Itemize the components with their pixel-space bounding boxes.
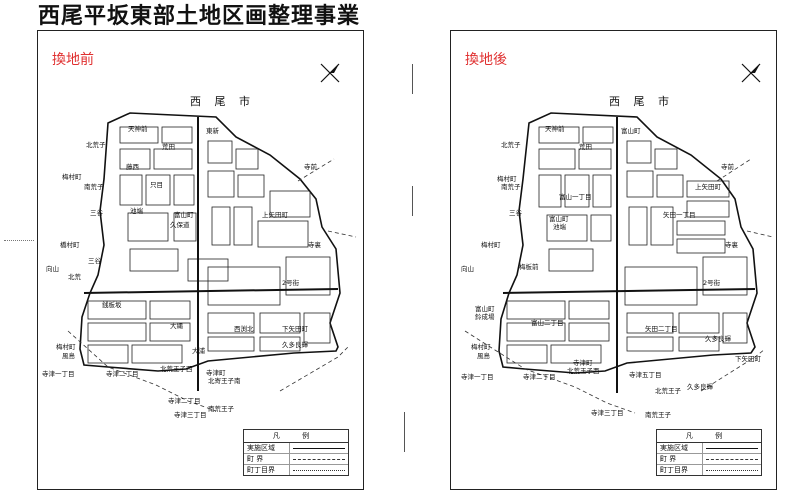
place-label: 風島 bbox=[477, 351, 491, 360]
place-label: 寺前 bbox=[304, 162, 318, 171]
place-label: 池端 bbox=[553, 222, 567, 231]
place-label: 梅村町 bbox=[62, 172, 82, 181]
place-label: 南荒王子 bbox=[208, 404, 235, 413]
place-label: 久多良輝 bbox=[282, 340, 309, 349]
map-before: 天神前東新 北荒子荒田 藤西寺前 梅村町南荒子 只目三谷 池端富山町 久保道上矢… bbox=[42, 112, 357, 419]
place-label: 上矢田町 bbox=[262, 210, 289, 219]
place-label: 富山一丁目 bbox=[559, 192, 592, 201]
place-label: 下矢田町 bbox=[282, 324, 309, 333]
place-label: 寺津二丁目 bbox=[106, 370, 139, 378]
place-label: 矢田二丁目 bbox=[645, 324, 678, 333]
place-label: 寺津町 bbox=[206, 369, 226, 377]
map-after: 天神前富山町 北荒子荒田 寺前梅村町 南荒子富山一丁目 上矢田町三谷 富山町池端… bbox=[461, 112, 774, 419]
place-label: 富山二丁目 bbox=[531, 318, 564, 327]
legend-heading: 凡 例 bbox=[657, 430, 761, 443]
place-label: 梅村町 bbox=[471, 342, 491, 351]
place-label: 寺津三丁目 bbox=[591, 409, 624, 417]
place-label: 西渕北 bbox=[234, 324, 254, 333]
legend-heading: 凡 例 bbox=[244, 430, 348, 443]
place-label: 久多良輝 bbox=[705, 334, 732, 343]
place-label: 三谷 bbox=[90, 208, 104, 217]
place-label: 下矢田町 bbox=[735, 354, 762, 363]
place-label: 寺前 bbox=[721, 162, 735, 171]
place-label: 荒田 bbox=[579, 142, 592, 151]
place-label: 寺津三丁目 bbox=[174, 411, 207, 419]
place-label: 大浦 bbox=[192, 346, 206, 355]
place-label: 三谷 bbox=[509, 208, 523, 217]
place-label: 北荒子 bbox=[501, 140, 521, 149]
place-label: 富山町 bbox=[174, 210, 194, 219]
place-label: 橋村町 bbox=[60, 240, 80, 249]
panel-divider bbox=[412, 64, 415, 94]
place-label: 藤西 bbox=[126, 162, 140, 171]
place-label: 北荒 bbox=[68, 272, 82, 281]
place-label: 2号街 bbox=[282, 278, 300, 287]
place-label: 梅板前 bbox=[519, 262, 539, 271]
place-label: 寺津一丁目 bbox=[42, 370, 75, 378]
page-title: 西尾平坂東部土地区画整理事業 bbox=[38, 4, 361, 29]
place-label: 2号街 bbox=[703, 278, 721, 287]
place-label: 向山 bbox=[46, 264, 59, 273]
place-label: 天神前 bbox=[545, 124, 565, 133]
place-label: 天神前 bbox=[128, 124, 148, 133]
place-label: 北荒子 bbox=[86, 140, 106, 149]
place-label: 久多良輝 bbox=[687, 382, 714, 391]
map-panel-after: 換地後 西 尾 市 bbox=[450, 30, 777, 490]
place-label: 寺津町 bbox=[573, 359, 593, 367]
place-label: 北荒王子 bbox=[655, 386, 682, 395]
place-label: 池端 bbox=[130, 206, 144, 215]
place-label: 寺津二丁目 bbox=[523, 373, 556, 381]
place-label: 寺裏 bbox=[308, 240, 322, 249]
place-label: 寺津五丁目 bbox=[629, 371, 662, 379]
place-label: 梅村町 bbox=[56, 342, 76, 351]
place-label: 北寄王子南 bbox=[208, 376, 241, 385]
north-arrow-icon bbox=[741, 63, 761, 83]
place-label: 南荒王子 bbox=[645, 410, 672, 419]
place-label: 三谷 bbox=[88, 256, 102, 265]
place-label: 北荒王子西 bbox=[160, 364, 193, 373]
place-label: 寺津一丁目 bbox=[461, 373, 494, 381]
legend-item: 町丁目界 bbox=[657, 465, 703, 475]
place-label: 銭板坂 bbox=[102, 300, 122, 309]
place-label: 南荒子 bbox=[84, 182, 104, 191]
panel-divider bbox=[412, 186, 415, 216]
phase-label-after: 換地後 bbox=[465, 52, 507, 68]
place-label: 矢田一丁目 bbox=[663, 210, 696, 219]
panel-divider bbox=[404, 412, 407, 452]
city-label-before: 西 尾 市 bbox=[190, 95, 255, 108]
place-label: 只目 bbox=[150, 181, 163, 189]
place-label: 寺津二丁目 bbox=[168, 397, 201, 405]
place-label: 風島 bbox=[62, 351, 76, 360]
place-label: 向山 bbox=[461, 264, 474, 273]
place-label: 鈴成場 bbox=[475, 312, 495, 321]
margin-mark bbox=[4, 240, 34, 241]
legend-item: 町 界 bbox=[244, 454, 290, 464]
city-label-after: 西 尾 市 bbox=[609, 95, 674, 108]
project-boundary bbox=[498, 112, 758, 374]
phase-label-before: 換地前 bbox=[52, 52, 94, 68]
place-label: 久保道 bbox=[170, 220, 190, 229]
place-label: 大縄 bbox=[170, 321, 184, 330]
legend-item: 実施区域 bbox=[244, 443, 290, 453]
place-label: 南荒子 bbox=[501, 182, 521, 191]
place-label: 荒田 bbox=[162, 142, 175, 151]
north-arrow-icon bbox=[320, 63, 340, 83]
legend-item: 町丁目界 bbox=[244, 465, 290, 475]
place-label: 寺裏 bbox=[725, 240, 739, 249]
place-label: 上矢田町 bbox=[695, 182, 722, 191]
map-panel-before: 換地前 西 尾 市 bbox=[37, 30, 364, 490]
place-label: 梅村町 bbox=[481, 240, 501, 249]
place-label: 富山町 bbox=[549, 214, 569, 223]
map-legend-after: 凡 例 実施区域 町 界 町丁目界 bbox=[656, 429, 762, 476]
place-label: 富山町 bbox=[475, 304, 495, 313]
place-label: 富山町 bbox=[621, 126, 641, 135]
place-label: 東新 bbox=[206, 126, 220, 135]
legend-item: 町 界 bbox=[657, 454, 703, 464]
map-legend-before: 凡 例 実施区域 町 界 町丁目界 bbox=[243, 429, 349, 476]
place-label: 北荒王子西 bbox=[567, 366, 600, 375]
project-boundary bbox=[79, 112, 341, 372]
legend-item: 実施区域 bbox=[657, 443, 703, 453]
place-label: 梅村町 bbox=[497, 174, 517, 183]
